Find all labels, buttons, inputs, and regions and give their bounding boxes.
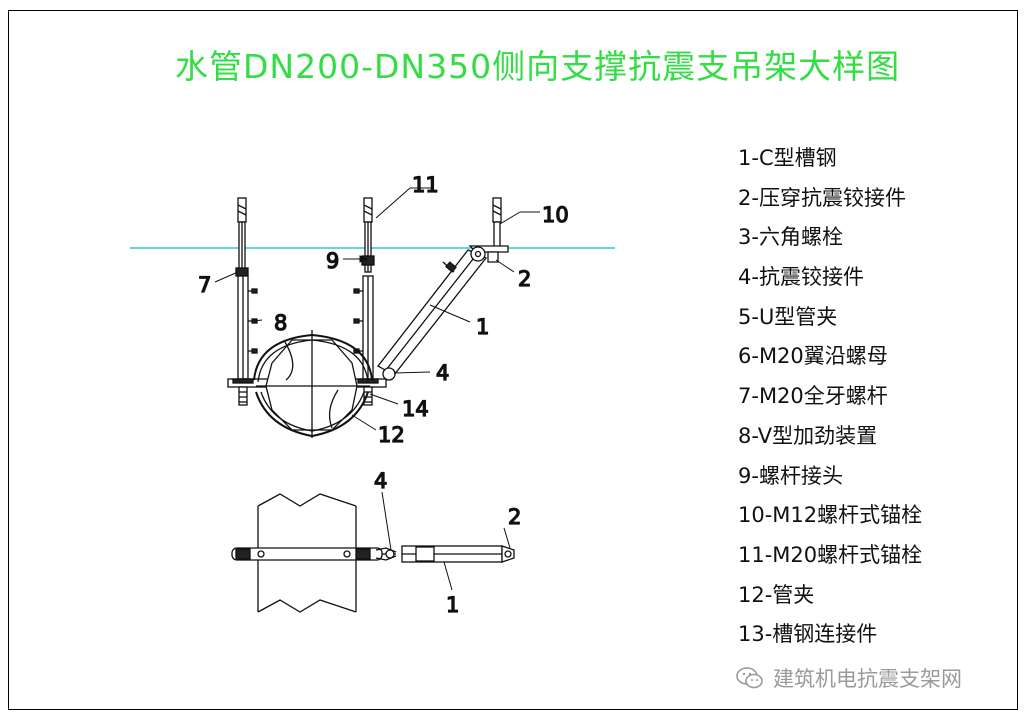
elevation-view: 7 8 9 11 10 2 1 4 14 12 — [130, 172, 615, 448]
drawing-title: 水管DN200-DN350侧向支撑抗震支吊架大样图 — [175, 47, 901, 86]
plan-c-channel-brace — [401, 545, 515, 563]
callout-12: 12 — [378, 423, 405, 447]
pipe-section — [256, 330, 370, 438]
watermark: 建筑机电抗震支架网 — [735, 660, 1005, 696]
center-anchor-bolt — [361, 197, 375, 273]
legend-item: 8-V型加劲装置 — [738, 423, 878, 448]
legend-item: 7-M20全牙螺杆 — [738, 384, 888, 409]
plan-callout-2: 2 — [508, 505, 521, 529]
callout-2: 2 — [518, 267, 531, 291]
legend-item: 12-管夹 — [738, 582, 815, 607]
plan-view: 4 2 1 — [231, 468, 522, 618]
parts-legend: 1-C型槽钢 2-压穿抗震铰接件 3-六角螺栓 4-抗震铰接件 5-U型管夹 6… — [738, 140, 1008, 656]
center-threaded-rod — [353, 275, 374, 380]
callout-1: 1 — [476, 315, 489, 339]
left-threaded-rod — [237, 275, 258, 380]
legend-item: 13-槽钢连接件 — [738, 622, 878, 647]
legend-item: 9-螺杆接头 — [738, 463, 843, 488]
plan-leaders — [381, 491, 511, 591]
left-anchor-bolt — [235, 197, 249, 277]
legend-item: 5-U型管夹 — [738, 304, 838, 329]
legend-item: 6-M20翼沿螺母 — [738, 344, 888, 369]
callout-4: 4 — [436, 361, 449, 385]
callout-11: 11 — [412, 173, 439, 197]
legend-item: 2-压穿抗震铰接件 — [738, 185, 906, 210]
wechat-icon — [736, 667, 763, 689]
plan-pipe — [257, 493, 357, 613]
sheet-border — [8, 10, 1018, 710]
watermark-text: 建筑机电抗震支架网 — [773, 667, 962, 691]
legend-item: 10-M12螺杆式锚栓 — [738, 503, 923, 528]
legend-item: 1-C型槽钢 — [738, 146, 837, 170]
diagonal-c-channel-brace — [377, 246, 488, 381]
plan-callout-1: 1 — [446, 593, 459, 617]
pipe-clamp — [253, 333, 373, 438]
callout-9: 9 — [326, 249, 339, 273]
callout-14: 14 — [402, 397, 429, 421]
callout-8: 8 — [274, 311, 287, 335]
plan-clamp-band — [231, 547, 397, 561]
plan-callout-4: 4 — [374, 469, 387, 493]
legend-item: 3-六角螺栓 — [738, 225, 843, 250]
legend-item: 4-抗震铰接件 — [738, 265, 864, 290]
legend-item: 11-M20螺杆式锚栓 — [738, 542, 923, 567]
callout-7: 7 — [198, 273, 211, 297]
callout-10: 10 — [542, 203, 569, 227]
elevation-leaders — [214, 187, 540, 431]
